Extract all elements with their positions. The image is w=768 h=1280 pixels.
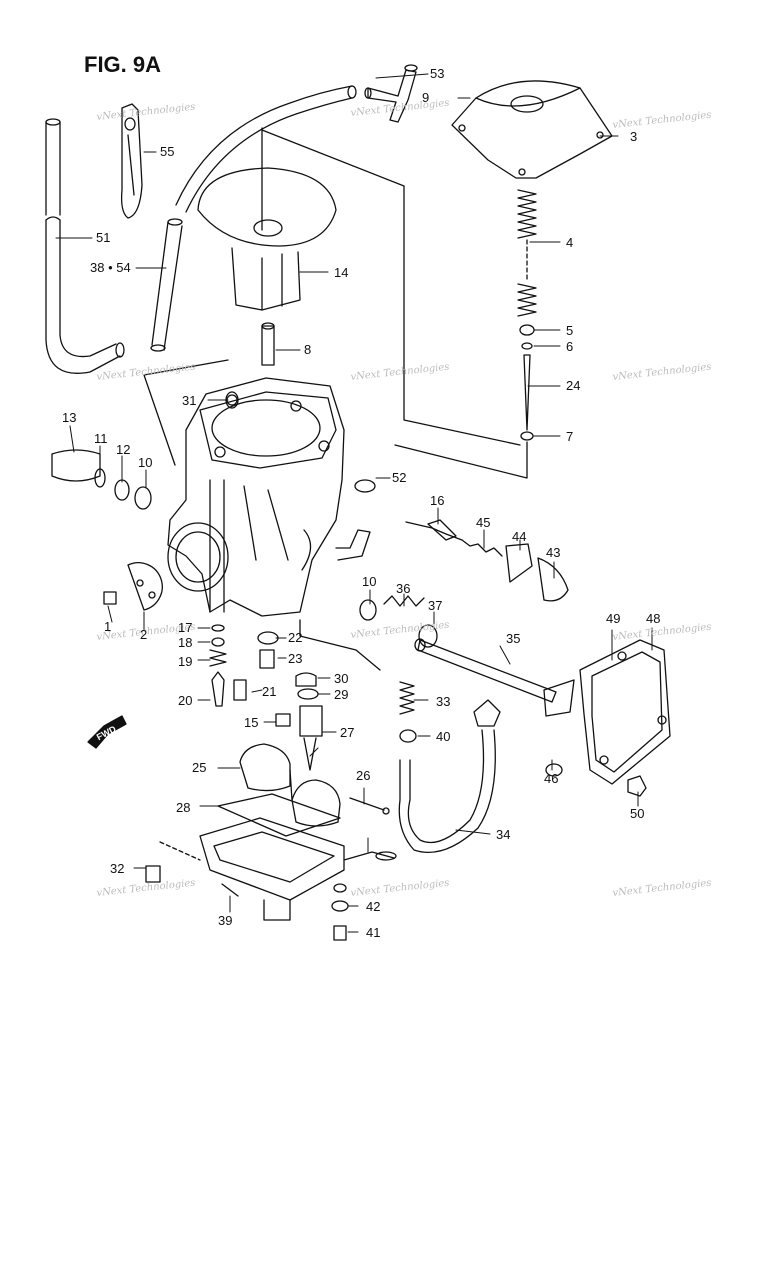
hose-51-drawing (45, 118, 125, 374)
leader-line-31 (143, 359, 229, 466)
part-label-35: 35 (506, 631, 521, 646)
part-label-21: 21 (262, 684, 277, 699)
top-cover-3-drawing (451, 80, 613, 179)
leader-lines (55, 73, 653, 933)
part-label-40: 40 (436, 729, 451, 744)
part-label-9: 9 (422, 90, 430, 105)
part-label-52: 52 (392, 470, 407, 485)
part-label-43: 43 (546, 545, 561, 560)
part-label-10a: 10 (138, 455, 153, 470)
part-label-27: 27 (340, 725, 355, 740)
needle-parts-drawing (261, 322, 535, 479)
part-label-46: 46 (544, 771, 559, 786)
part-label-18: 18 (178, 635, 193, 650)
part-label-11: 11 (94, 431, 108, 446)
part-label-49: 49 (606, 611, 621, 626)
part-label-1: 1 (104, 619, 112, 634)
small-parts-left (51, 391, 239, 611)
part-label-4: 4 (566, 235, 574, 250)
figure-title: FIG. 9A (84, 52, 162, 77)
hose-38-54-drawing (150, 85, 357, 352)
part-label-28: 28 (176, 800, 191, 815)
part-label-55: 55 (160, 144, 175, 159)
part-label-37: 37 (428, 598, 443, 613)
ring-52 (354, 479, 376, 493)
part-label-22: 22 (288, 630, 303, 645)
part-label-34: 34 (496, 827, 511, 842)
hose-34-drawing (398, 699, 501, 854)
part-label-42: 42 (366, 899, 381, 914)
part-label-19: 19 (178, 654, 193, 669)
part-label-30: 30 (334, 671, 349, 686)
part-label-51: 51 (96, 230, 111, 245)
part-label-7: 7 (566, 429, 574, 444)
part-label-26: 26 (356, 768, 371, 783)
part-label-41: 41 (366, 925, 381, 940)
part-label-8: 8 (304, 342, 312, 357)
carburetor-body-drawing (167, 377, 371, 617)
float-bowl-drawing (145, 793, 397, 941)
part-label-31: 31 (182, 393, 197, 408)
part-label-48: 48 (646, 611, 661, 626)
spring-4-drawing (517, 189, 537, 317)
part-label-12: 12 (116, 442, 131, 457)
part-label-20: 20 (178, 693, 193, 708)
fitting-53-drawing (364, 64, 418, 123)
part-label-45: 45 (476, 515, 491, 530)
part-label-36: 36 (396, 581, 411, 596)
part-label-5: 5 (566, 323, 574, 338)
part-label-25: 25 (192, 760, 207, 775)
part-label-2: 2 (140, 627, 148, 642)
part-label-10b: 10 (362, 574, 377, 589)
choke-assembly-drawing (405, 519, 569, 602)
jets-drawing (209, 624, 417, 771)
part-label-32: 32 (110, 861, 125, 876)
part-label-44: 44 (512, 529, 527, 544)
part-label-39: 39 (218, 913, 233, 928)
part-label-14: 14 (334, 265, 349, 280)
part-label-3: 3 (630, 129, 638, 144)
fwd-arrow-icon (87, 715, 127, 749)
part-label-53: 53 (430, 66, 445, 81)
part-label-33: 33 (436, 694, 451, 709)
hose-55-drawing (120, 103, 143, 219)
part-label-13: 13 (62, 410, 77, 425)
pin-26-drawing (349, 797, 390, 815)
part-label-38-54: 38 • 54 (90, 260, 131, 275)
leader-lines-top (261, 127, 521, 446)
part-label-17: 17 (178, 620, 193, 635)
piston-14-drawing (197, 167, 337, 311)
part-label-23: 23 (288, 651, 303, 666)
part-label-29: 29 (334, 687, 349, 702)
part-label-16: 16 (430, 493, 445, 508)
floats-25-drawing (239, 743, 341, 827)
part-label-24: 24 (566, 378, 581, 393)
cover-49-drawing (545, 639, 671, 797)
part-label-6: 6 (566, 339, 574, 354)
part-label-50: 50 (630, 806, 645, 821)
part-label-15: 15 (244, 715, 259, 730)
